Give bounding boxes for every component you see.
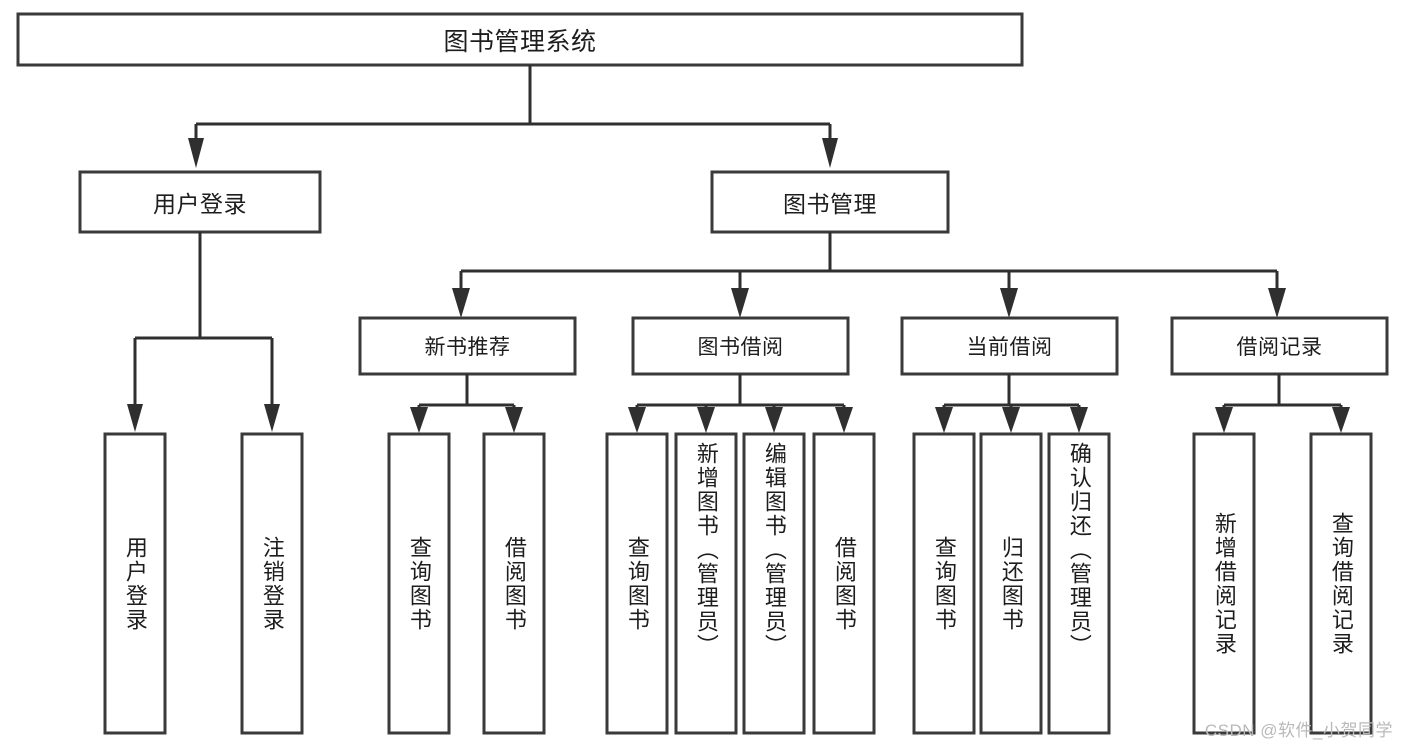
node-leaf-logout-box[interactable] xyxy=(240,432,304,735)
arrowhead-leaf-query-book-1 xyxy=(410,407,428,433)
arrowhead-leaf-user-login xyxy=(127,404,143,432)
node-leaf-query-book-2-box[interactable] xyxy=(605,432,669,735)
node-leaf-query-record-box[interactable] xyxy=(1309,432,1373,735)
node-leaf-query-book-3-box[interactable] xyxy=(912,432,976,735)
node-leaf-add-record-box[interactable] xyxy=(1192,432,1256,735)
node-leaf-edit-book-box[interactable] xyxy=(742,432,806,735)
node-book-borrow-box[interactable] xyxy=(631,316,850,376)
node-root-box[interactable] xyxy=(16,12,1024,67)
node-leaf-query-book-1-box[interactable] xyxy=(387,432,451,735)
arrowhead-leaf-return-book xyxy=(1002,407,1020,433)
node-leaf-add-book-box[interactable] xyxy=(674,432,738,735)
arrowhead-leaf-logout xyxy=(264,404,280,432)
arrowhead-leaf-confirm-return xyxy=(1070,407,1088,433)
arrowhead-leaf-borrow-book-2 xyxy=(835,407,853,433)
arrowhead-book-borrow xyxy=(731,288,749,318)
node-leaf-user-login-box[interactable] xyxy=(103,432,167,735)
node-leaf-borrow-book-2-box[interactable] xyxy=(812,432,876,735)
arrowhead-new-book-recommend xyxy=(452,288,470,318)
arrowhead-book-management xyxy=(822,138,838,168)
node-borrow-record-box[interactable] xyxy=(1170,316,1389,376)
node-book-management-box[interactable] xyxy=(710,170,950,234)
arrowhead-leaf-borrow-book-1 xyxy=(505,407,523,433)
arrowhead-leaf-query-record xyxy=(1332,407,1350,433)
arrowhead-leaf-query-book-3 xyxy=(935,407,953,433)
node-leaf-return-book-box[interactable] xyxy=(979,432,1043,735)
node-leaf-borrow-book-1-box[interactable] xyxy=(482,432,546,735)
node-user-login-box[interactable] xyxy=(78,170,322,234)
arrowhead-current-borrow xyxy=(1000,288,1018,318)
arrowhead-leaf-add-record xyxy=(1215,407,1233,433)
node-new-book-recommend-box[interactable] xyxy=(358,316,577,376)
arrowhead-leaf-edit-book xyxy=(765,407,783,433)
arrowhead-leaf-query-book-2 xyxy=(628,407,646,433)
arrowhead-user-login xyxy=(188,138,204,168)
node-current-borrow-box[interactable] xyxy=(900,316,1119,376)
node-leaf-confirm-return-box[interactable] xyxy=(1047,432,1111,735)
arrowhead-borrow-record xyxy=(1268,288,1286,318)
arrowhead-leaf-add-book xyxy=(697,407,715,433)
